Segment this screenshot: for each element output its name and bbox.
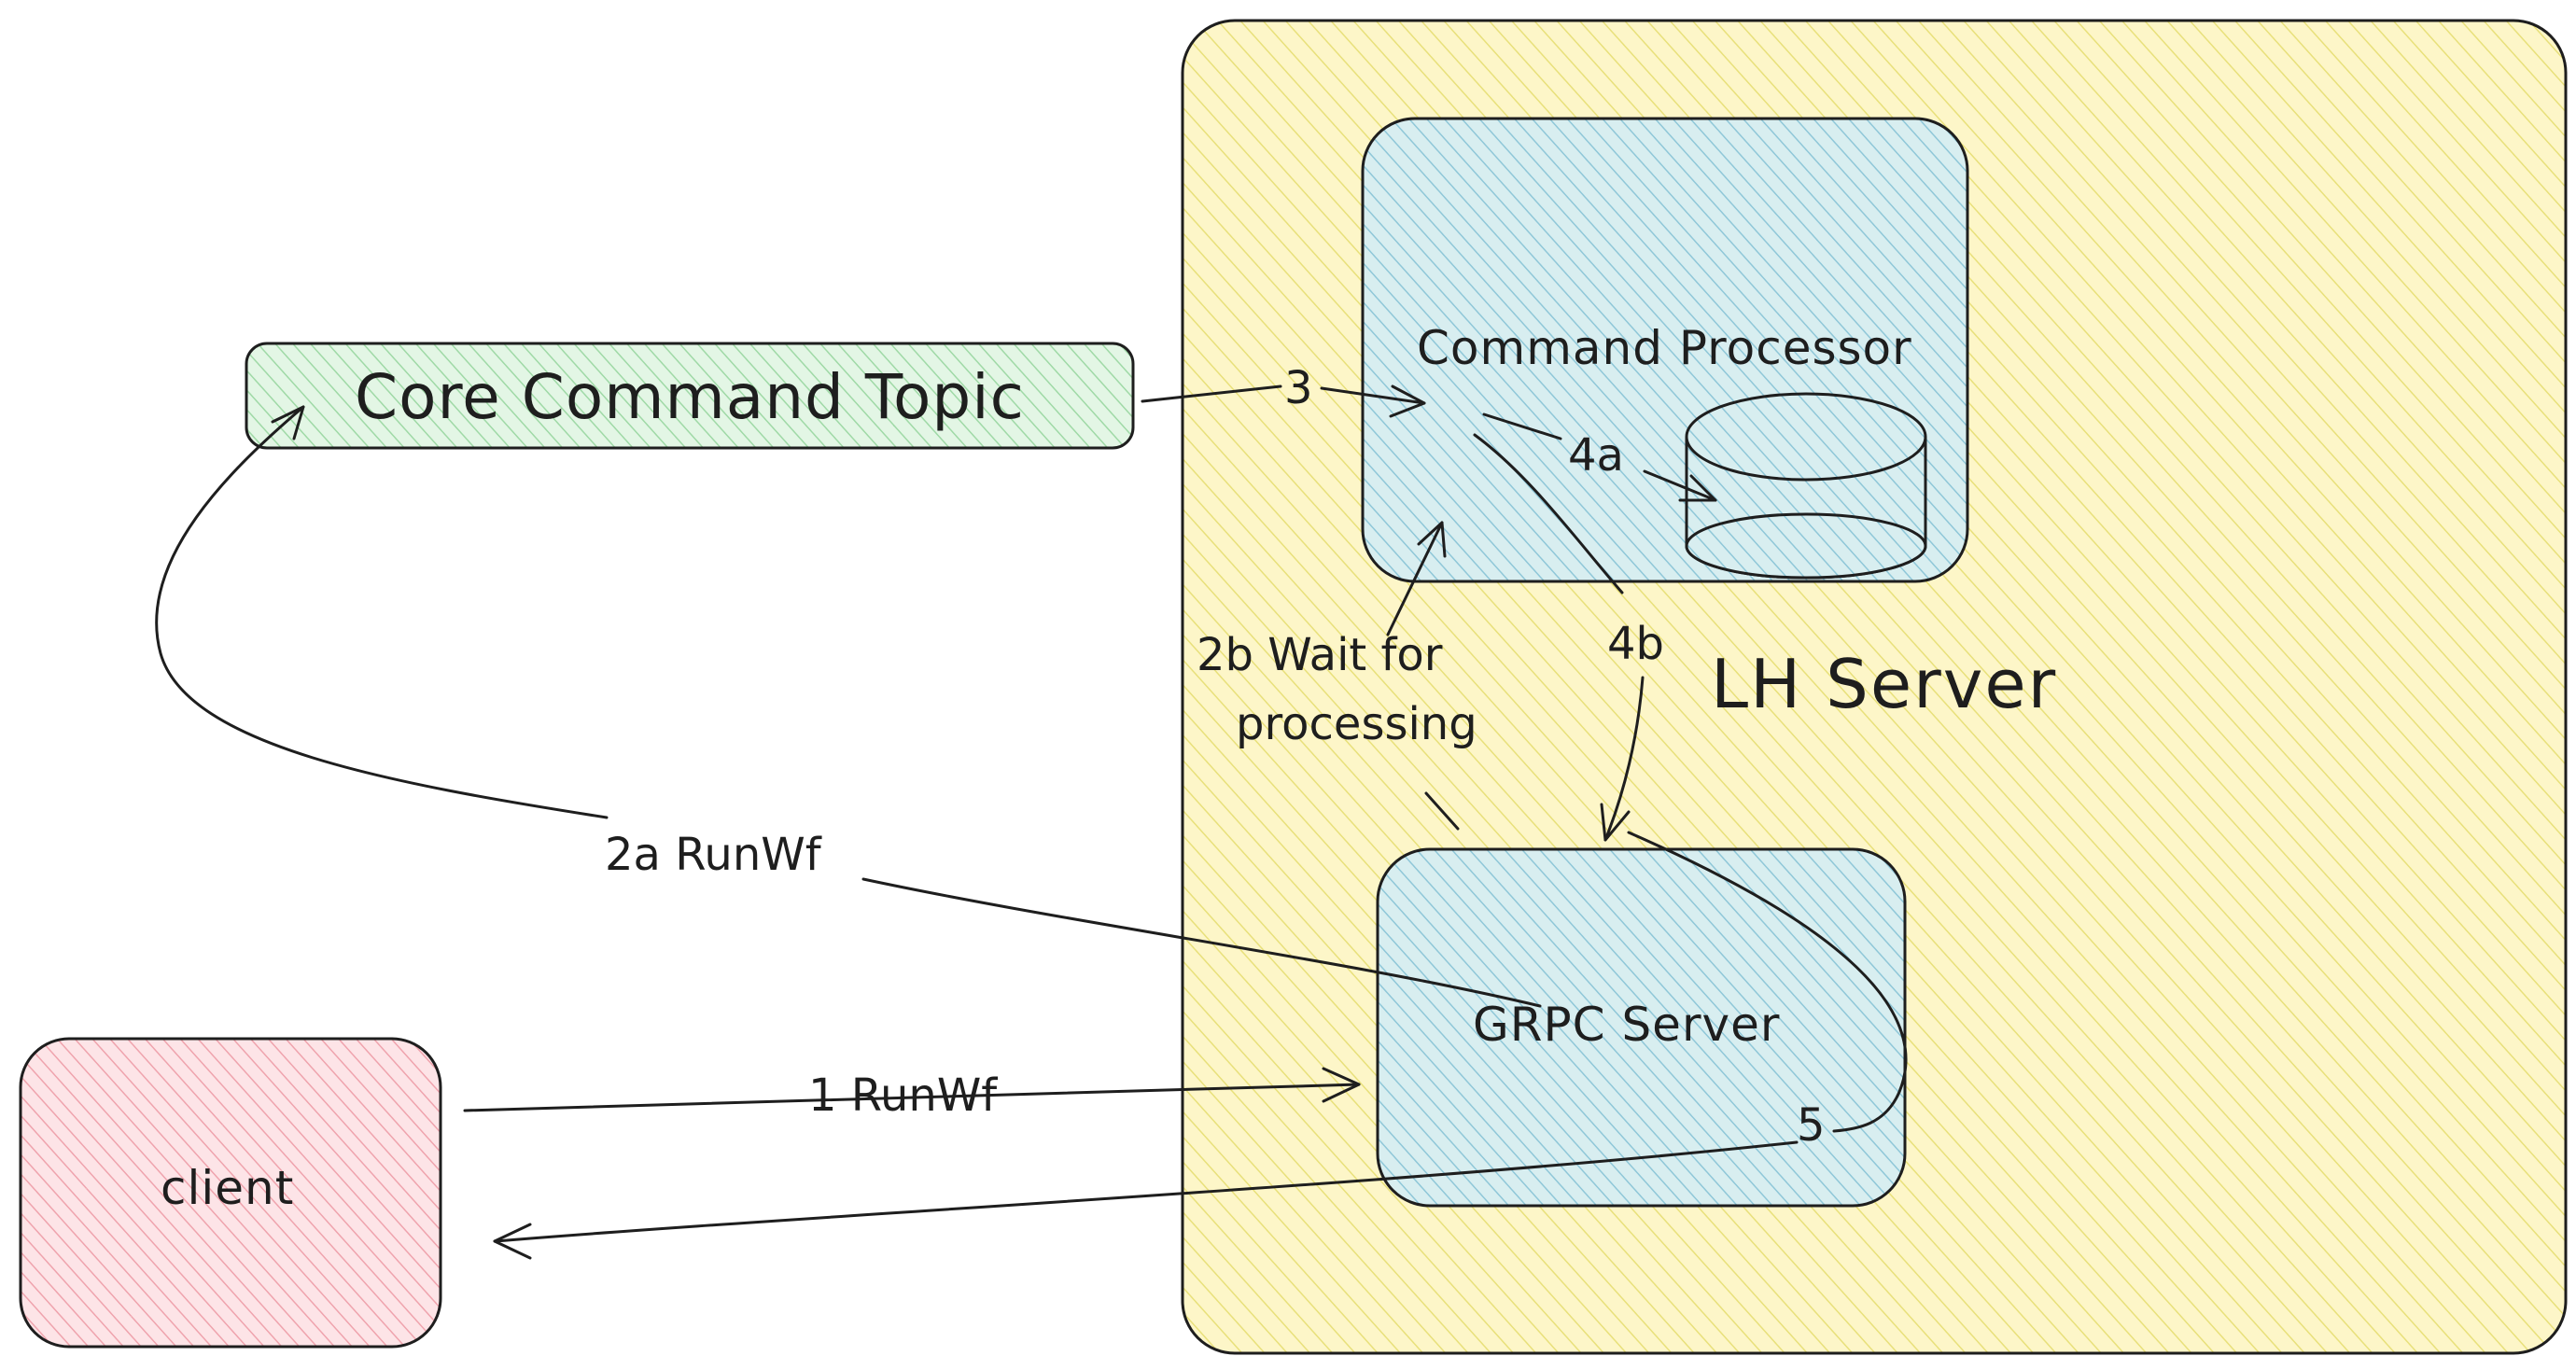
edge-2b-label-line1: 2b Wait for <box>1197 629 1443 681</box>
core-command-topic-box <box>245 342 1135 450</box>
edge-5-label: 5 <box>1797 1099 1826 1152</box>
edge-4b-label: 4b <box>1607 618 1664 670</box>
client-box <box>19 1037 442 1349</box>
edge-4a <box>1482 412 1717 502</box>
edge-2b-label-line2: processing <box>1236 698 1477 750</box>
grpc-server-label: GRPC Server <box>1473 998 1780 1052</box>
lh-server-label: LH Server <box>1711 645 2057 723</box>
edge-5 <box>493 831 1908 1260</box>
edge-4a-label: 4a <box>1568 429 1624 482</box>
edge-2a-runwf <box>155 405 1542 1008</box>
database-icon <box>1685 392 1927 580</box>
edge-2b-wait <box>1386 521 1460 831</box>
edge-3 <box>1141 384 1426 418</box>
edge-1-runwf <box>463 1067 1361 1112</box>
edge-3-label: 3 <box>1284 362 1313 414</box>
command-processor-node: Command Processor <box>1361 117 1969 583</box>
client-label: client <box>161 1161 294 1215</box>
command-processor-label: Command Processor <box>1417 321 1912 375</box>
client-node: client <box>19 1037 442 1349</box>
grpc-server-box <box>1376 847 1907 1208</box>
edge-4b <box>1473 433 1645 842</box>
core-command-topic-label: Core Command Topic <box>355 361 1025 433</box>
grpc-server-node: GRPC Server <box>1376 847 1907 1208</box>
edge-1-label: 1 RunWf <box>808 1069 998 1122</box>
edge-2a-label: 2a RunWf <box>605 829 822 881</box>
core-command-topic-node: Core Command Topic <box>245 342 1135 450</box>
